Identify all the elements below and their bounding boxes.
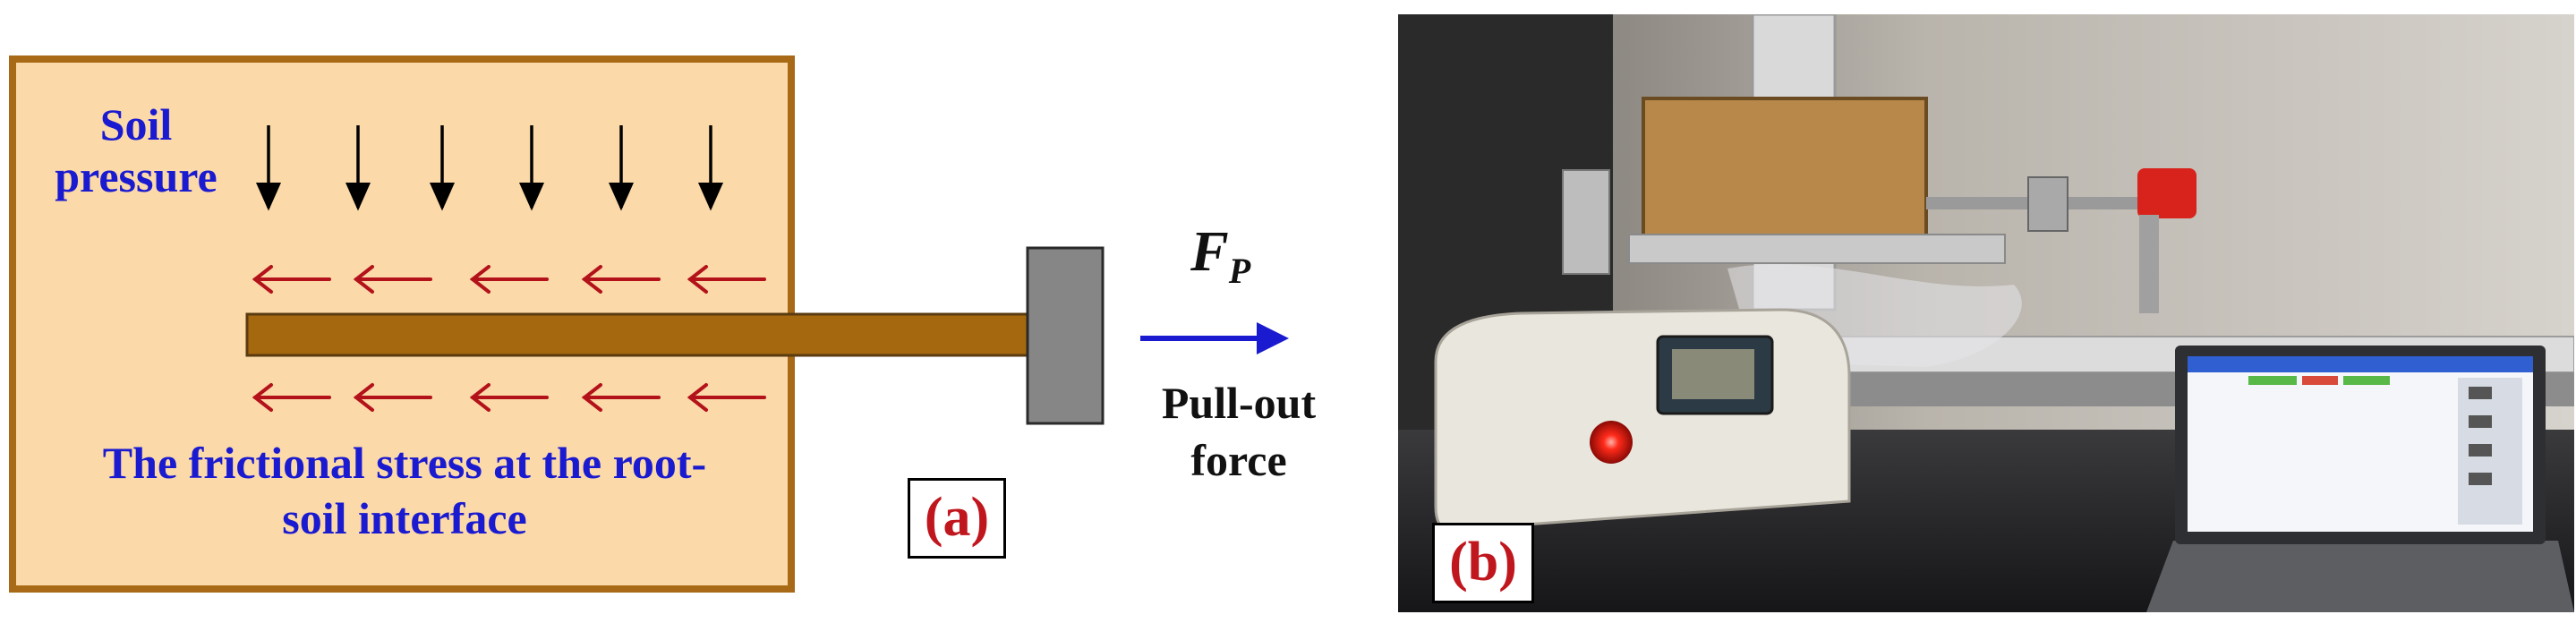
friction-arrow bbox=[469, 383, 549, 412]
friction-arrow bbox=[687, 265, 766, 294]
friction-arrows-upper bbox=[252, 265, 766, 294]
friction-arrow bbox=[687, 383, 766, 412]
soil-container bbox=[1642, 97, 1928, 242]
friction-arrow bbox=[353, 265, 432, 294]
friction-arrow bbox=[252, 383, 331, 412]
laptop-btn bbox=[2469, 444, 2492, 457]
laptop-tab-green bbox=[2248, 376, 2297, 385]
red-clamp bbox=[2137, 168, 2196, 218]
force-symbol-letter: F bbox=[1190, 219, 1229, 283]
friction-arrow bbox=[469, 265, 549, 294]
frictional-stress-label: The frictional stress at the root- soil … bbox=[18, 435, 791, 546]
panel-a-label: (a) bbox=[908, 478, 1006, 559]
friction-arrow bbox=[581, 383, 661, 412]
anchor-plate bbox=[1026, 246, 1105, 425]
panel-b-label: (b) bbox=[1432, 523, 1534, 603]
laptop-toolbar bbox=[2188, 356, 2533, 372]
control-screen-display bbox=[1672, 349, 1754, 399]
control-unit bbox=[1434, 308, 1851, 532]
laptop-base bbox=[2146, 541, 2574, 612]
laptop-tab-red bbox=[2302, 376, 2338, 385]
pull-out-force-label: Pull-out force bbox=[1133, 374, 1344, 489]
laptop-tab-green-2 bbox=[2343, 376, 2390, 385]
pull-out-line1: Pull-out bbox=[1161, 378, 1317, 428]
friction-arrow bbox=[353, 383, 432, 412]
friction-arrows-lower bbox=[252, 383, 766, 412]
soil-pressure-line1: Soil bbox=[99, 99, 173, 149]
soil-pressure-arrows bbox=[256, 125, 723, 211]
soil-pressure-label: Soil pressure bbox=[47, 98, 226, 202]
load-cell bbox=[2027, 176, 2068, 232]
sensor-post bbox=[2139, 215, 2159, 313]
frictional-line1: The frictional stress at the root- bbox=[102, 438, 707, 488]
frictional-line2: soil interface bbox=[282, 493, 527, 543]
left-clamp bbox=[1562, 169, 1610, 275]
force-symbol: FP bbox=[1190, 220, 1250, 303]
pull-out-line2: force bbox=[1190, 435, 1287, 485]
laptop-btn bbox=[2469, 473, 2492, 485]
soil-pressure-line2: pressure bbox=[55, 151, 218, 201]
laptop-btn bbox=[2469, 415, 2492, 428]
friction-arrow bbox=[252, 265, 331, 294]
friction-arrow bbox=[581, 265, 661, 294]
root-bar bbox=[245, 312, 1033, 357]
red-power-button bbox=[1590, 421, 1633, 464]
laptop-btn bbox=[2469, 387, 2492, 399]
container-rail bbox=[1628, 234, 2006, 264]
force-symbol-subscript: P bbox=[1228, 250, 1251, 291]
